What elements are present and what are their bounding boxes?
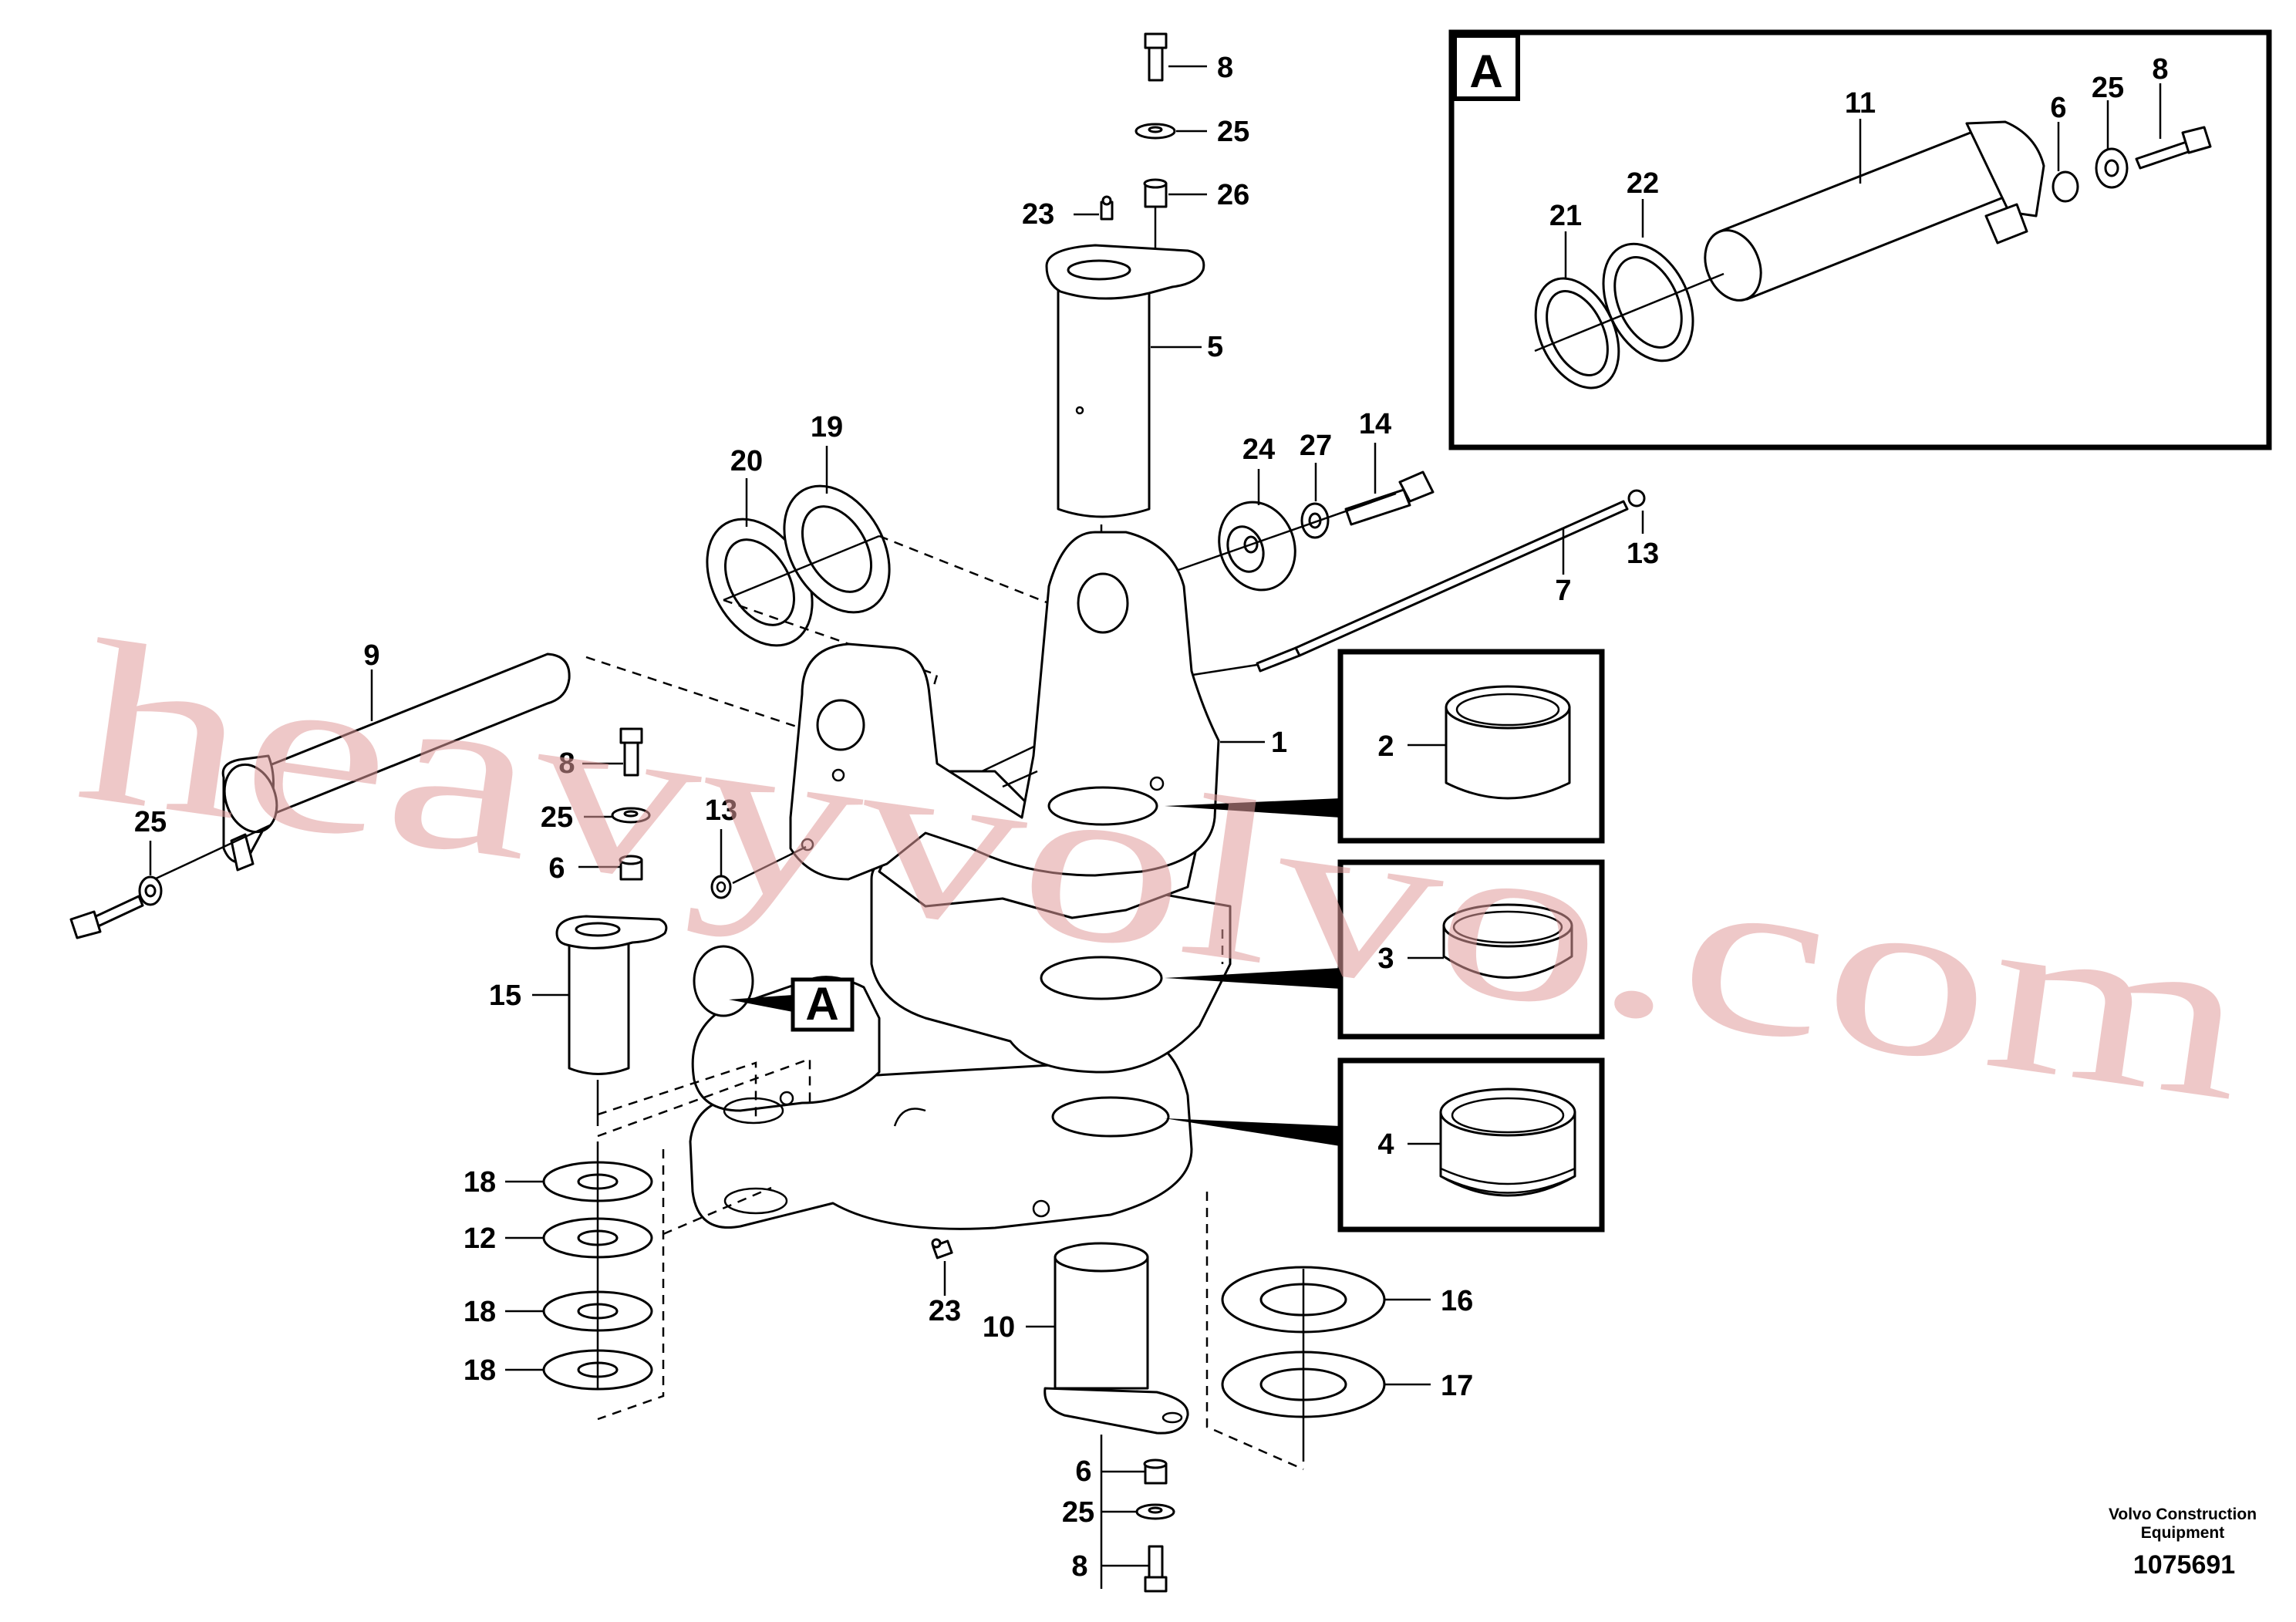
bushing-6-bottom	[1143, 1458, 1168, 1485]
bolt-8-left	[69, 895, 144, 939]
label-1: 1	[1271, 727, 1287, 759]
label-17: 17	[1441, 1370, 1473, 1402]
label-8-left-stack: 8	[558, 747, 575, 780]
seal-ring-20	[706, 518, 814, 647]
label-7: 7	[1555, 575, 1571, 607]
bolt-14	[1344, 470, 1435, 526]
seal-ring-19	[783, 484, 891, 614]
label-12: 12	[464, 1222, 496, 1255]
top-washer-25	[1135, 123, 1176, 140]
label-6-left-stack: 6	[548, 852, 565, 885]
bolt-8-bottom	[1144, 1545, 1168, 1593]
label-8-top: 8	[1217, 52, 1233, 84]
swing-frame-1	[689, 531, 1232, 1230]
label-25-top: 25	[1217, 116, 1249, 148]
pin-11	[1704, 120, 2045, 302]
bushing-6-detail	[2052, 170, 2079, 203]
bushing-box-3: 3	[1165, 859, 1605, 1040]
label-3: 3	[1377, 943, 1394, 975]
label-20: 20	[730, 445, 763, 477]
pin-9	[221, 653, 571, 872]
label-2: 2	[1377, 730, 1394, 763]
bushing-box-2: 2	[1165, 649, 1605, 844]
label-6-bottom: 6	[1075, 1455, 1091, 1488]
washer-25-bottom	[1135, 1503, 1175, 1520]
washer-25-left-stack	[611, 807, 651, 824]
top-bolt-8	[1144, 32, 1168, 82]
label-16: 16	[1441, 1285, 1473, 1317]
document-number: 1075691	[2133, 1550, 2235, 1580]
label-24: 24	[1242, 433, 1275, 466]
pin-15	[555, 915, 668, 1075]
label-25-left-stack: 25	[541, 801, 573, 834]
bushing-6-left-stack	[619, 855, 643, 881]
top-bushing-26	[1143, 178, 1168, 208]
label-23-top: 23	[1022, 198, 1054, 231]
label-10: 10	[983, 1311, 1015, 1344]
label-25-bottom: 25	[1062, 1496, 1094, 1529]
washer-27	[1300, 502, 1330, 539]
thrust-washer-24	[1218, 501, 1296, 592]
label-26: 26	[1217, 179, 1249, 211]
label-21: 21	[1549, 200, 1582, 232]
label-15: 15	[489, 980, 521, 1012]
washer-25-left	[138, 875, 163, 906]
label-19: 19	[811, 411, 843, 443]
label-8-bottom: 8	[1071, 1550, 1087, 1583]
bolt-8-detail	[2135, 126, 2212, 170]
brand-line-2: Equipment	[2141, 1524, 2225, 1542]
label-9: 9	[363, 639, 379, 672]
bushing-box-4: 4	[1165, 1057, 1605, 1233]
detail-view-a: A 21 22	[1448, 29, 2272, 450]
label-5: 5	[1207, 331, 1223, 363]
brand-line-1: Volvo Construction	[2109, 1506, 2257, 1523]
lube-rod-7	[1256, 489, 1646, 673]
label-18-a: 18	[464, 1166, 496, 1199]
label-23-bottom: 23	[929, 1295, 961, 1327]
label-27: 27	[1300, 430, 1332, 462]
label-25-left: 25	[134, 806, 167, 838]
grease-nipple-23-bottom	[931, 1238, 953, 1259]
top-grease-nipple-23	[1100, 195, 1114, 221]
label-18-c: 18	[464, 1354, 496, 1387]
label-13-left: 13	[705, 794, 737, 827]
bolt-8-left-stack	[619, 727, 643, 777]
label-4: 4	[1377, 1128, 1394, 1161]
detail-view-letter: A	[1469, 46, 1502, 97]
label-22: 22	[1627, 167, 1659, 200]
label-25-detail: 25	[2092, 72, 2124, 104]
label-6-detail: 6	[2050, 92, 2066, 124]
label-14: 14	[1359, 408, 1391, 440]
label-18-b: 18	[464, 1296, 496, 1328]
label-11: 11	[1845, 87, 1876, 120]
callout-a-letter: A	[805, 978, 838, 1030]
grease-nipple-13-left	[710, 875, 732, 899]
main-pin-5	[1045, 244, 1205, 518]
label-13-right: 13	[1627, 538, 1659, 570]
label-8-detail: 8	[2152, 53, 2168, 86]
washer-25-detail	[2095, 147, 2129, 189]
pin-10	[1043, 1242, 1189, 1435]
